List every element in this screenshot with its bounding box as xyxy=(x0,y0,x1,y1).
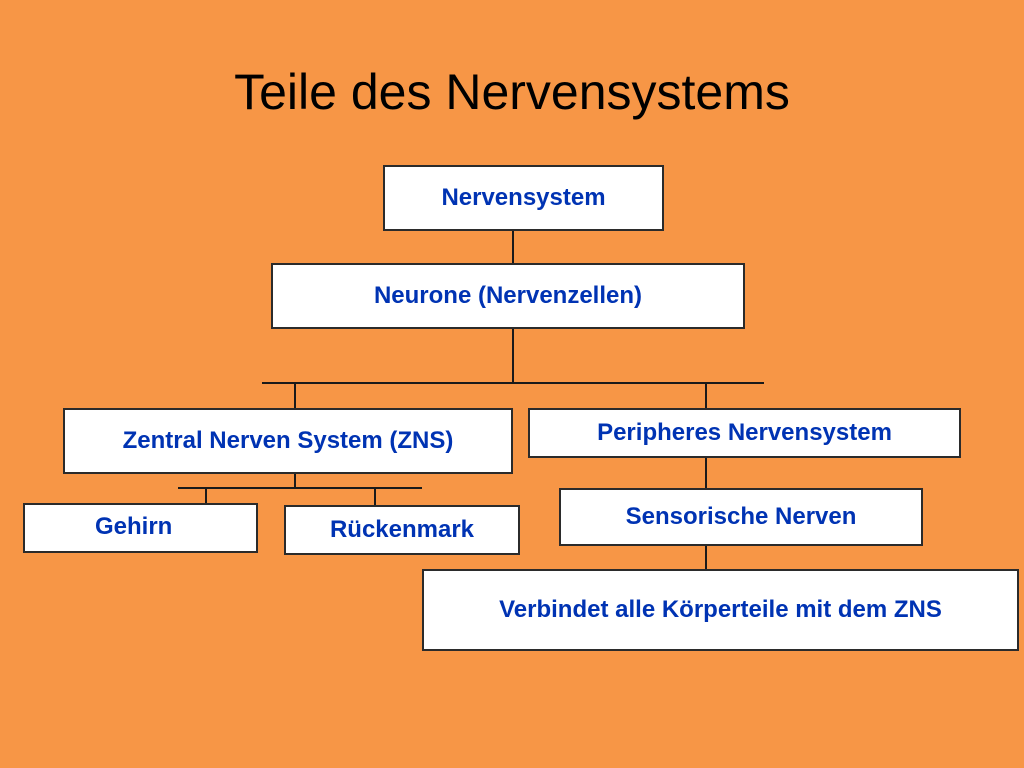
node-gehirn: Gehirn xyxy=(23,503,258,553)
node-neurone-label: Neurone (Nervenzellen) xyxy=(373,282,643,309)
node-peripheres: Peripheres Nervensystem xyxy=(528,408,961,458)
node-sensorische-label: Sensorische Nerven xyxy=(625,503,857,530)
node-zns: Zentral Nerven System (ZNS) xyxy=(63,408,513,474)
node-neurone: Neurone (Nervenzellen) xyxy=(271,263,745,329)
connector-neurone-branch xyxy=(512,328,514,383)
connector-zns-branch xyxy=(294,472,296,488)
node-verbindet: Verbindet alle Körperteile mit dem ZNS xyxy=(422,569,1019,651)
connector-sensorische-verbindet xyxy=(705,544,707,570)
connector-bar-gehirn xyxy=(205,488,207,504)
connector-nervensystem-neurone xyxy=(512,230,514,264)
node-rueckenmark: Rückenmark xyxy=(284,505,520,555)
connector-bar-rueckenmark xyxy=(374,488,376,506)
connector-zns-bar xyxy=(178,487,422,489)
connector-peripheres-sensorische xyxy=(705,456,707,489)
node-nervensystem: Nervensystem xyxy=(383,165,664,231)
connector-branch-bar xyxy=(262,382,764,384)
connector-branch-zns xyxy=(294,383,296,409)
node-rueckenmark-label: Rückenmark xyxy=(329,516,475,543)
node-nervensystem-label: Nervensystem xyxy=(441,184,606,211)
connector-branch-peripheres xyxy=(705,383,707,409)
node-gehirn-label: Gehirn xyxy=(95,513,173,540)
node-peripheres-label: Peripheres Nervensystem xyxy=(597,419,892,446)
node-sensorische: Sensorische Nerven xyxy=(559,488,923,546)
page-title: Teile des Nervensystems xyxy=(234,64,790,120)
node-verbindet-label: Verbindet alle Körperteile mit dem ZNS xyxy=(499,596,942,623)
node-zns-label: Zentral Nerven System (ZNS) xyxy=(122,427,454,454)
